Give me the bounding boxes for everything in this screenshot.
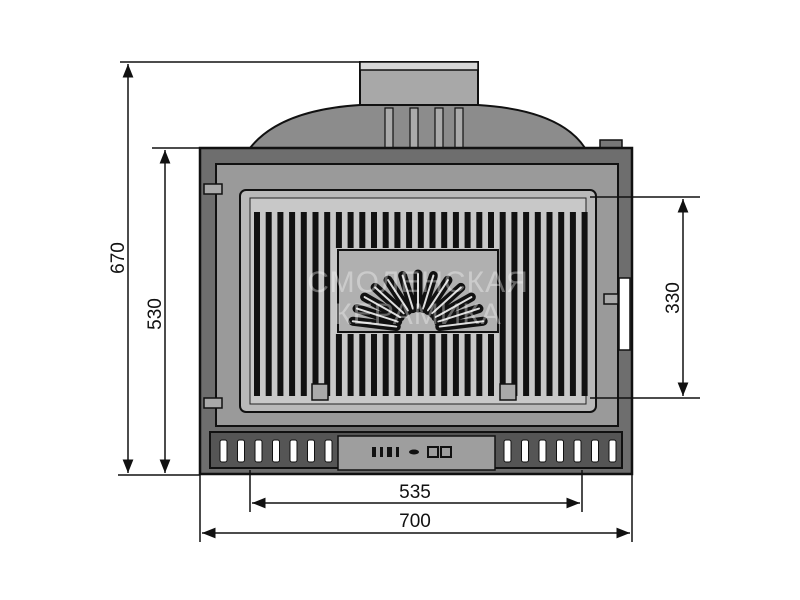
bar: [476, 334, 483, 396]
dimension-total-height: 670: [108, 61, 360, 476]
dome-rib: [434, 107, 444, 149]
fan-ornament: [348, 269, 488, 332]
door-handle: [618, 277, 631, 351]
dome-rib: [384, 107, 394, 149]
dimension-total-width: 700: [199, 474, 633, 542]
bar: [382, 334, 389, 396]
latch-left: [311, 383, 329, 401]
fan-petal-highlight: [401, 274, 414, 310]
fan-petal-highlight: [422, 274, 435, 310]
fan-petal-highlight: [434, 296, 473, 319]
svg-text:СМОЛЕНСКАЯ: СМОЛЕНСКАЯ: [307, 266, 529, 299]
vent-slot: [237, 439, 245, 463]
bar: [499, 212, 506, 396]
bar: [254, 212, 260, 396]
bar: [394, 212, 401, 248]
bar: [464, 212, 471, 248]
bar: [265, 212, 272, 396]
vent-slot: [573, 439, 582, 463]
vent-slots: [219, 439, 617, 463]
dim-label-670: 670: [108, 242, 129, 274]
bar: [300, 212, 307, 396]
vent-slot: [289, 439, 298, 463]
fireback-bars: [254, 212, 588, 396]
dome-rib: [454, 107, 464, 149]
bar: [406, 212, 413, 248]
vent-slot: [538, 439, 547, 463]
vent-slot: [556, 439, 564, 463]
fan-petal-highlight: [438, 320, 485, 328]
bar: [324, 212, 331, 396]
bar: [312, 212, 319, 396]
bar: [371, 334, 377, 396]
bar: [429, 334, 436, 396]
bar: [417, 212, 424, 248]
bar: [347, 334, 354, 396]
vent-slot: [591, 439, 599, 463]
dim-label-330: 330: [663, 282, 684, 314]
bar: [371, 212, 377, 248]
bar: [406, 334, 413, 396]
vent-slot: [503, 439, 512, 463]
flue-collar: [359, 61, 479, 107]
dim-label-530: 530: [145, 298, 166, 330]
hinge-top: [203, 183, 223, 195]
vent-slot: [608, 439, 617, 463]
bar: [511, 212, 518, 396]
bar: [417, 334, 424, 396]
bar: [335, 212, 342, 248]
bar: [476, 212, 483, 248]
vent-slot: [272, 439, 280, 463]
bar: [277, 212, 284, 396]
fan-petal-highlight: [426, 279, 449, 312]
bar: [382, 212, 389, 248]
fan-petal-highlight: [351, 320, 398, 328]
fan-petal-highlight: [437, 307, 480, 323]
bar: [359, 334, 366, 396]
vent-slot: [219, 439, 228, 463]
dimension-glass-height: 330: [590, 196, 700, 399]
bar: [441, 334, 448, 396]
bar: [335, 334, 342, 396]
watermark-logo: СМОЛЕНСКАЯ КЕРАМИКА: [307, 266, 529, 331]
fan-petal-highlight: [387, 279, 410, 312]
vent-slot: [521, 439, 529, 463]
dome-rib: [409, 107, 419, 149]
fan-petal-highlight: [363, 296, 402, 319]
bar: [429, 212, 436, 248]
dim-label-700: 700: [399, 511, 431, 532]
dimension-body-height: 530: [145, 147, 200, 473]
bar: [558, 212, 565, 396]
air-control-marks: [372, 446, 452, 458]
fan-petal-highlight: [356, 307, 399, 323]
bar: [488, 334, 494, 396]
hinge-bottom: [203, 397, 223, 409]
fan-petal-highlight: [374, 286, 405, 315]
bar: [569, 212, 576, 396]
bar: [464, 334, 471, 396]
bar: [359, 212, 366, 248]
vent-slot: [324, 439, 333, 463]
bar: [289, 212, 296, 396]
handle-mount: [603, 293, 619, 305]
bar: [347, 212, 354, 248]
latch-right: [499, 383, 517, 401]
fan-petal-highlight: [431, 286, 462, 315]
bar: [488, 212, 494, 248]
dim-label-535: 535: [399, 482, 431, 503]
bar: [523, 212, 530, 396]
vent-slot: [307, 439, 315, 463]
bar: [581, 212, 588, 396]
bar: [394, 334, 401, 396]
bar: [546, 212, 553, 396]
bar: [534, 212, 541, 396]
decor-panel: [337, 249, 499, 333]
bar: [441, 212, 448, 248]
bar: [452, 212, 459, 248]
bar: [452, 334, 459, 396]
svg-text:КЕРАМИКА: КЕРАМИКА: [334, 298, 502, 331]
vent-slot: [254, 439, 263, 463]
dimension-glass-width: 535: [249, 470, 583, 512]
